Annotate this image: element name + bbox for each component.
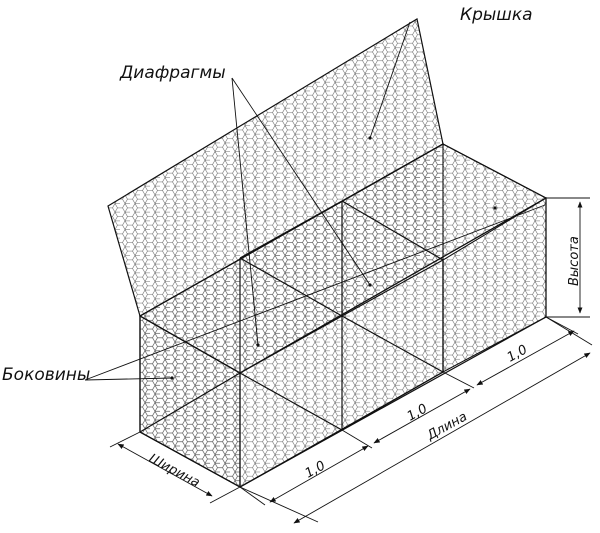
length-label: Длина: [424, 409, 470, 444]
segment-3-value: 1,0: [505, 342, 530, 365]
diaphragms-label: Диафрагмы: [119, 63, 226, 83]
leader-lines: [84, 21, 546, 381]
height-dimension: [546, 197, 590, 318]
segment-1-value: 1,0: [303, 458, 328, 481]
sides-label: Боковины: [2, 365, 90, 385]
height-label: Высота: [567, 236, 582, 286]
width-dimension: [109, 431, 241, 504]
leader-dots: [170, 136, 497, 380]
length-dimension: [239, 316, 593, 524]
segment-2-value: 1,0: [405, 401, 430, 424]
lid-label: Крышка: [460, 5, 533, 25]
